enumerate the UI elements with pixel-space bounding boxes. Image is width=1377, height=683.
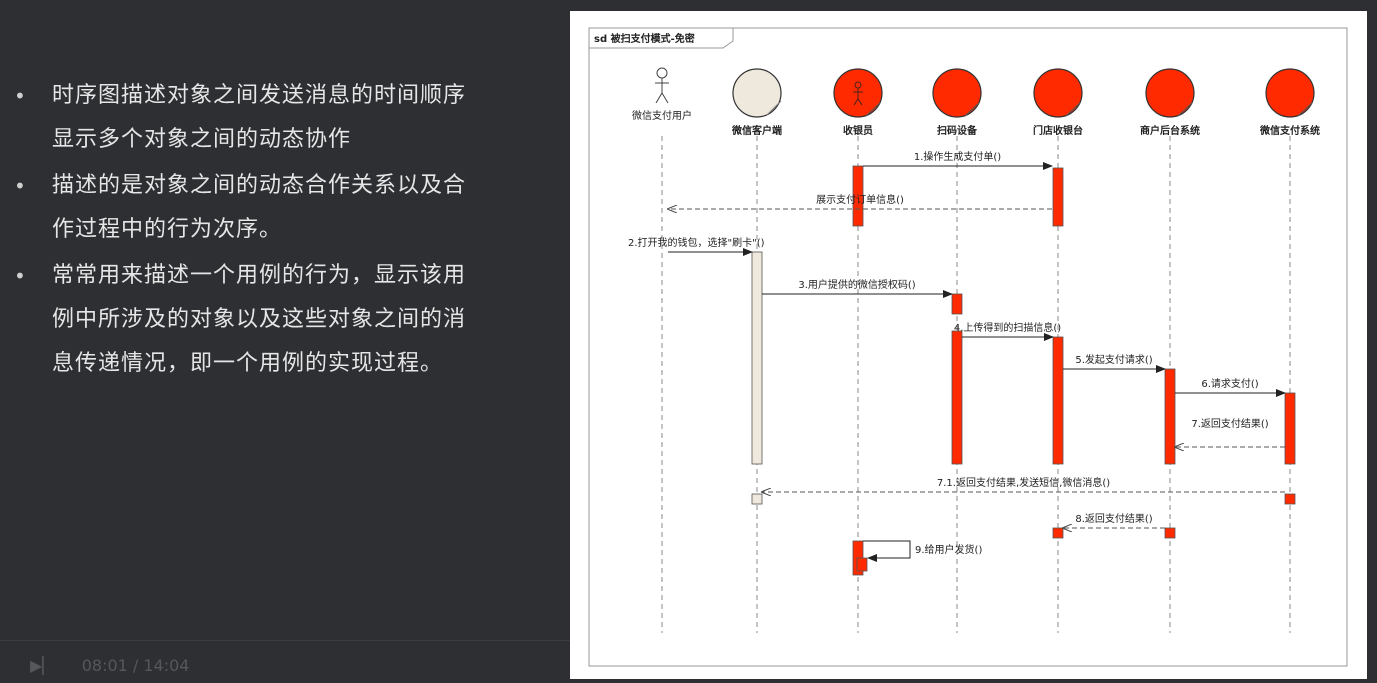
message-arrow bbox=[863, 540, 911, 562]
activation-bar bbox=[1052, 527, 1064, 539]
message-label: 7.返回支付结果() bbox=[1191, 417, 1268, 430]
bullet-item: • 描述的是对象之间的动态合作关系以及合作过程中的行为次序。 bbox=[14, 164, 534, 252]
cashier-leg-icon bbox=[853, 98, 859, 106]
bullet-item: • 时序图描述对象之间发送消息的时间顺序显示多个对象之间的动态协作 bbox=[14, 74, 534, 162]
bullet-line: 作过程中的行为次序。 bbox=[52, 217, 283, 242]
bullet-item: • 常常用来描述一个用例的行为，显示该用例中所涉及的对象以及这些对象之间的消息传递… bbox=[14, 254, 534, 386]
video-controls: ▶▏ 08:01 / 14:04 bbox=[30, 656, 189, 675]
object-shade-icon bbox=[964, 102, 980, 117]
bullet-line: 时序图描述对象之间发送消息的时间顺序 bbox=[52, 83, 467, 108]
bullet-line: 常常用来描述一个用例的行为，显示该用 bbox=[52, 263, 467, 288]
message-label: 2.打开我的钱包，选择"刷卡"() bbox=[628, 236, 765, 249]
object-label: 收银员 bbox=[843, 124, 873, 137]
activation-bar bbox=[951, 330, 963, 465]
bullet-dot: • bbox=[14, 84, 26, 108]
activation-bar bbox=[1052, 167, 1064, 227]
object-label: 微信支付系统 bbox=[1259, 124, 1320, 137]
activation-bar bbox=[1284, 392, 1296, 465]
message-label: 6.请求支付() bbox=[1201, 377, 1258, 390]
bullet-dot: • bbox=[14, 174, 26, 198]
sequence-diagram-panel: sd 被扫支付模式-免密 微信支付用户微信客户端 收银员 扫码设备 门店收银台 商户后台… bbox=[570, 11, 1367, 679]
bullet-line: 例中所涉及的对象以及这些对象之间的消 bbox=[52, 307, 467, 332]
actor-leg-icon bbox=[655, 92, 663, 104]
actor-head-icon bbox=[656, 67, 668, 79]
activation-bar bbox=[751, 493, 763, 505]
activation-bar bbox=[1284, 493, 1296, 505]
activation-bar bbox=[1164, 368, 1176, 465]
frame-border bbox=[588, 27, 1348, 667]
message-label: 9.给用户发货() bbox=[915, 543, 982, 556]
frame-tab bbox=[588, 27, 734, 49]
object-shade-icon bbox=[1297, 102, 1313, 117]
object-label: 微信客户端 bbox=[731, 124, 782, 137]
object-icon bbox=[1145, 68, 1195, 118]
bullet-dot: • bbox=[14, 264, 26, 288]
object-label: 扫码设备 bbox=[937, 124, 978, 137]
message-label: 7.1.返回支付结果,发送短信,微信消息() bbox=[937, 476, 1110, 489]
activation-bar bbox=[751, 251, 763, 465]
activation-bar bbox=[852, 165, 864, 227]
object-label: 商户后台系统 bbox=[1140, 124, 1200, 137]
activation-bar bbox=[1164, 527, 1176, 539]
bullet-line: 显示多个对象之间的动态协作 bbox=[52, 127, 352, 152]
message-label: 展示支付订单信息() bbox=[816, 193, 904, 206]
bullet-line: 描述的是对象之间的动态合作关系以及合 bbox=[52, 173, 467, 198]
message-label: 1.操作生成支付单() bbox=[914, 150, 1001, 163]
activation-bar bbox=[951, 293, 963, 315]
frame-title: sd 被扫支付模式-免密 bbox=[594, 32, 695, 45]
object-shade-icon bbox=[1177, 102, 1193, 117]
message-label: 3.用户提供的微信授权码() bbox=[798, 278, 915, 291]
message-label: 8.返回支付结果() bbox=[1075, 512, 1152, 525]
object-shade-icon bbox=[1065, 102, 1081, 117]
object-icon bbox=[1033, 68, 1083, 118]
actor-label: 微信支付用户 bbox=[632, 109, 692, 122]
message-label: 4.上传得到的扫描信息() bbox=[954, 321, 1061, 334]
object-label: 门店收银台 bbox=[1033, 124, 1083, 137]
video-time: 08:01 / 14:04 bbox=[81, 656, 190, 675]
object-icon bbox=[732, 68, 782, 118]
cashier-leg-icon bbox=[857, 98, 863, 106]
object-icon bbox=[932, 68, 982, 118]
video-progress-line[interactable] bbox=[0, 640, 790, 641]
object-icon bbox=[1265, 68, 1315, 118]
actor-leg-icon bbox=[661, 92, 669, 104]
object-shade-icon bbox=[865, 102, 881, 117]
bullet-line: 息传递情况，即一个用例的实现过程。 bbox=[52, 351, 444, 376]
activation-bar bbox=[1052, 336, 1064, 465]
play-icon[interactable]: ▶▏ bbox=[30, 656, 55, 675]
activation-bar bbox=[856, 557, 868, 572]
bullet-list: • 时序图描述对象之间发送消息的时间顺序显示多个对象之间的动态协作 • 描述的是对象之… bbox=[14, 74, 534, 388]
object-shade-icon bbox=[766, 100, 782, 116]
message-label: 5.发起支付请求() bbox=[1075, 353, 1152, 366]
